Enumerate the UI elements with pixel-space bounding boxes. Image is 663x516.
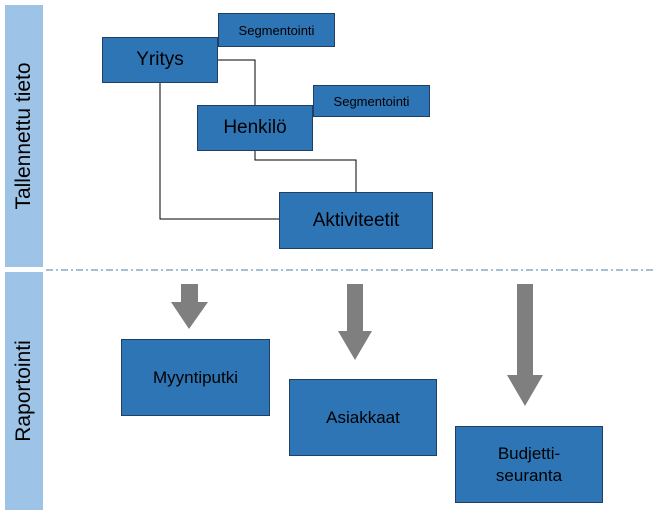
- customers-text: Asiakkaat: [326, 407, 400, 427]
- company-text: Yritys: [136, 49, 184, 70]
- person-box: Henkilö: [197, 105, 313, 151]
- activities-box: Aktiviteetit: [279, 192, 433, 249]
- connector-company-person: [218, 59, 256, 105]
- company-segmentation-box: Segmentointi: [218, 13, 335, 47]
- person-segmentation-box: Segmentointi: [313, 85, 430, 117]
- person-segmentation-text: Segmentointi: [333, 93, 410, 109]
- budget-text-line1: Budjetti-: [497, 444, 561, 464]
- connector-person-activities: [254, 150, 357, 192]
- arrow-down-icon: [171, 284, 208, 329]
- activities-text: Aktiviteetit: [312, 209, 400, 231]
- company-box: Yritys: [102, 37, 218, 83]
- connector-company-activities: [159, 83, 279, 220]
- budget-tracking-box: Budjetti- seuranta: [455, 426, 603, 503]
- stored-data-band: Tallennettu tieto: [5, 5, 43, 267]
- person-text: Henkilö: [223, 117, 287, 138]
- reporting-band: Raportointi: [5, 272, 43, 510]
- arrow-down-icon: [507, 284, 543, 406]
- sales-pipeline-box: Myyntiputki: [121, 339, 270, 416]
- sales-pipeline-text: Myyntiputki: [152, 367, 239, 387]
- company-segmentation-text: Segmentointi: [238, 22, 315, 38]
- arrow-down-icon: [338, 284, 372, 360]
- budget-text-line2: seuranta: [495, 465, 563, 485]
- customers-box: Asiakkaat: [289, 379, 437, 456]
